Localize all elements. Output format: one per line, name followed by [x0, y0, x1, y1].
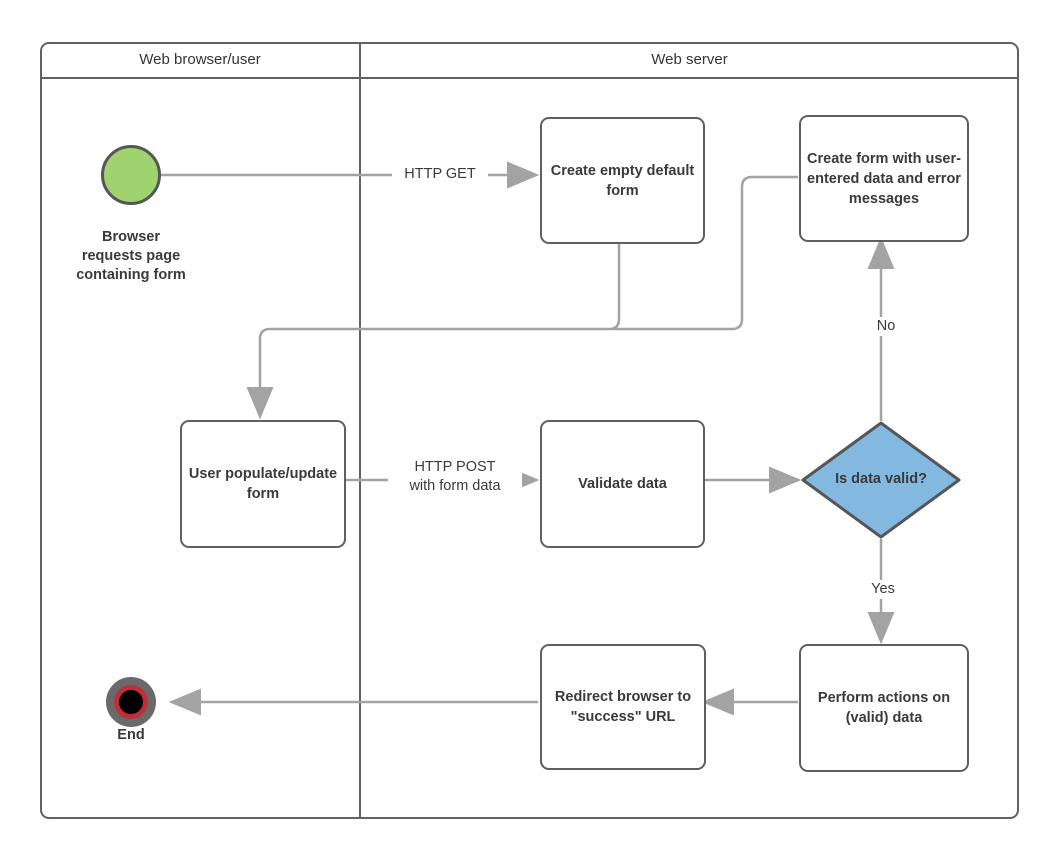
start-node-label: Browser requests page containing form [76, 229, 186, 283]
lane-title-server: Web server [651, 51, 728, 68]
lane-title-browser: Web browser/user [139, 51, 261, 68]
end-node[interactable] [114, 685, 148, 719]
node-redirect-browser[interactable]: Redirect browser to "success" URL [540, 644, 706, 770]
edge-createform-to-populate [612, 175, 798, 331]
decision-diamond-shape[interactable] [801, 421, 961, 539]
edge-label-no: No [867, 317, 905, 336]
node-user-populate-form[interactable]: User populate/update form [180, 420, 346, 548]
edge-label-yes: Yes [861, 580, 905, 599]
decision-label: Is data valid? [835, 471, 927, 487]
swimlane-lane-divider [359, 42, 361, 819]
node-create-form-with-errors[interactable]: Create form with user-entered data and e… [799, 115, 969, 242]
node-create-empty-form[interactable]: Create empty default form [540, 117, 705, 244]
node-validate-data[interactable]: Validate data [540, 420, 705, 548]
swimlane-pool [40, 42, 1019, 819]
end-node-label: End [117, 727, 145, 743]
edge-label-http-get: HTTP GET [392, 165, 488, 184]
start-node[interactable] [101, 145, 161, 205]
swimlane-header-divider [40, 77, 1019, 79]
edge-createempty-to-populate [246, 238, 621, 420]
edge-label-http-post: HTTP POST with form data [388, 458, 522, 496]
node-perform-actions[interactable]: Perform actions on (valid) data [799, 644, 969, 772]
